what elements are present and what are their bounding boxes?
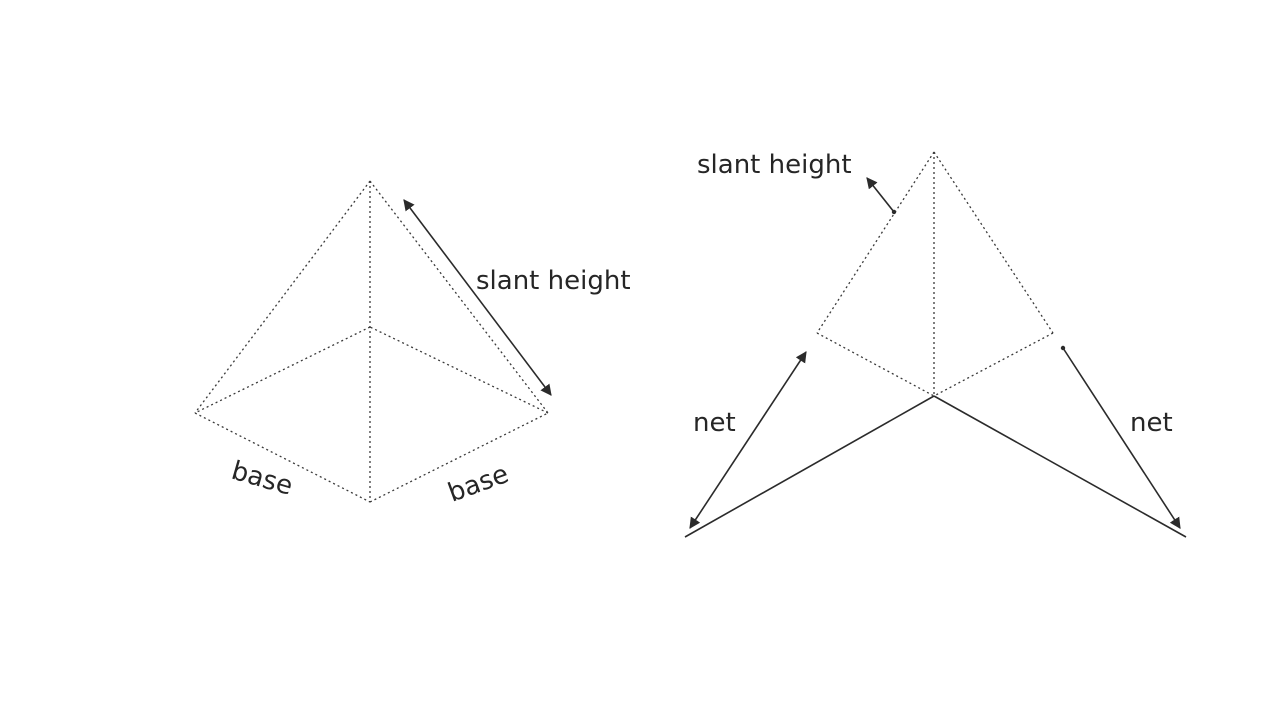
net-edge-right bbox=[933, 151, 1054, 334]
net-edge-left bbox=[816, 151, 935, 334]
pyramid-figure: slant height base base bbox=[194, 180, 631, 509]
net-right-label: net bbox=[1130, 408, 1173, 438]
net-fold-right bbox=[933, 332, 1054, 397]
net-bottom-edge-right bbox=[933, 395, 1187, 538]
net-right-arrow-dot bbox=[1060, 345, 1066, 351]
pyramid-base-edge-right-front bbox=[369, 412, 549, 503]
net-slant-height-label: slant height bbox=[697, 150, 852, 180]
pyramid-base-left-label: base bbox=[228, 456, 296, 502]
pyramid-edge-right bbox=[369, 180, 549, 414]
pyramid-base-edge-right-back bbox=[369, 326, 549, 414]
net-left-label: net bbox=[693, 408, 736, 438]
net-left-arrow bbox=[689, 351, 807, 529]
net-fold-left bbox=[816, 332, 935, 397]
pyramid-slant-height-arrow bbox=[403, 199, 552, 396]
pyramid-base-right-label: base bbox=[444, 459, 513, 508]
net-right-arrow bbox=[1062, 347, 1181, 529]
pyramid-base-edge-left-back bbox=[194, 326, 371, 414]
pyramid-slant-height-label: slant height bbox=[476, 266, 631, 296]
net-slant-height-pointer bbox=[866, 177, 895, 213]
net-slant-height-pointer-dot bbox=[891, 209, 897, 215]
net-figure: slant height net net bbox=[684, 150, 1187, 538]
pyramid-edge-left bbox=[194, 180, 371, 414]
